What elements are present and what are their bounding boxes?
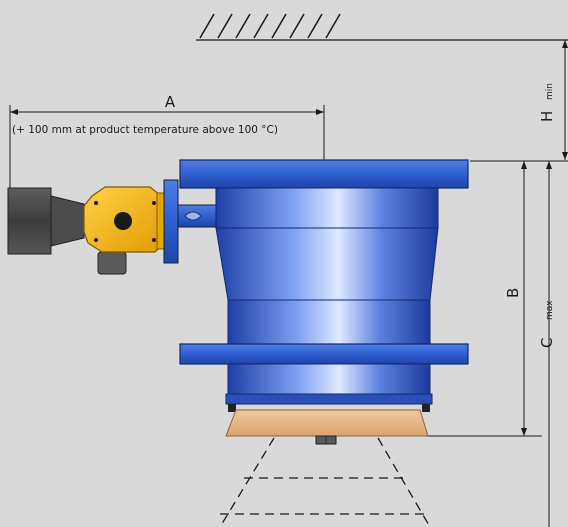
- sealing-plate: [225, 409, 429, 445]
- valve-body: [179, 159, 469, 412]
- outlet-cone-outline: [219, 437, 431, 527]
- dimension-a: A (+ 100 mm at product temperature above…: [9, 93, 325, 190]
- dimension-b: B: [425, 160, 542, 437]
- dimension-h-subscript: min: [545, 83, 555, 100]
- dimension-a-label: A: [165, 93, 176, 111]
- dimension-c-label: C: [538, 338, 556, 348]
- dimension-a-note: (+ 100 mm at product temperature above 1…: [12, 124, 278, 136]
- dimension-h: H min: [470, 40, 568, 162]
- dimension-h-label: H: [538, 111, 556, 122]
- motor: [7, 187, 85, 255]
- actuator: [83, 186, 166, 275]
- shaft-coupling: [163, 179, 219, 264]
- dimension-b-label: B: [504, 288, 522, 298]
- dimension-c: C max: [538, 161, 556, 527]
- ceiling: [196, 13, 568, 41]
- dimension-c-subscript: max: [545, 300, 555, 320]
